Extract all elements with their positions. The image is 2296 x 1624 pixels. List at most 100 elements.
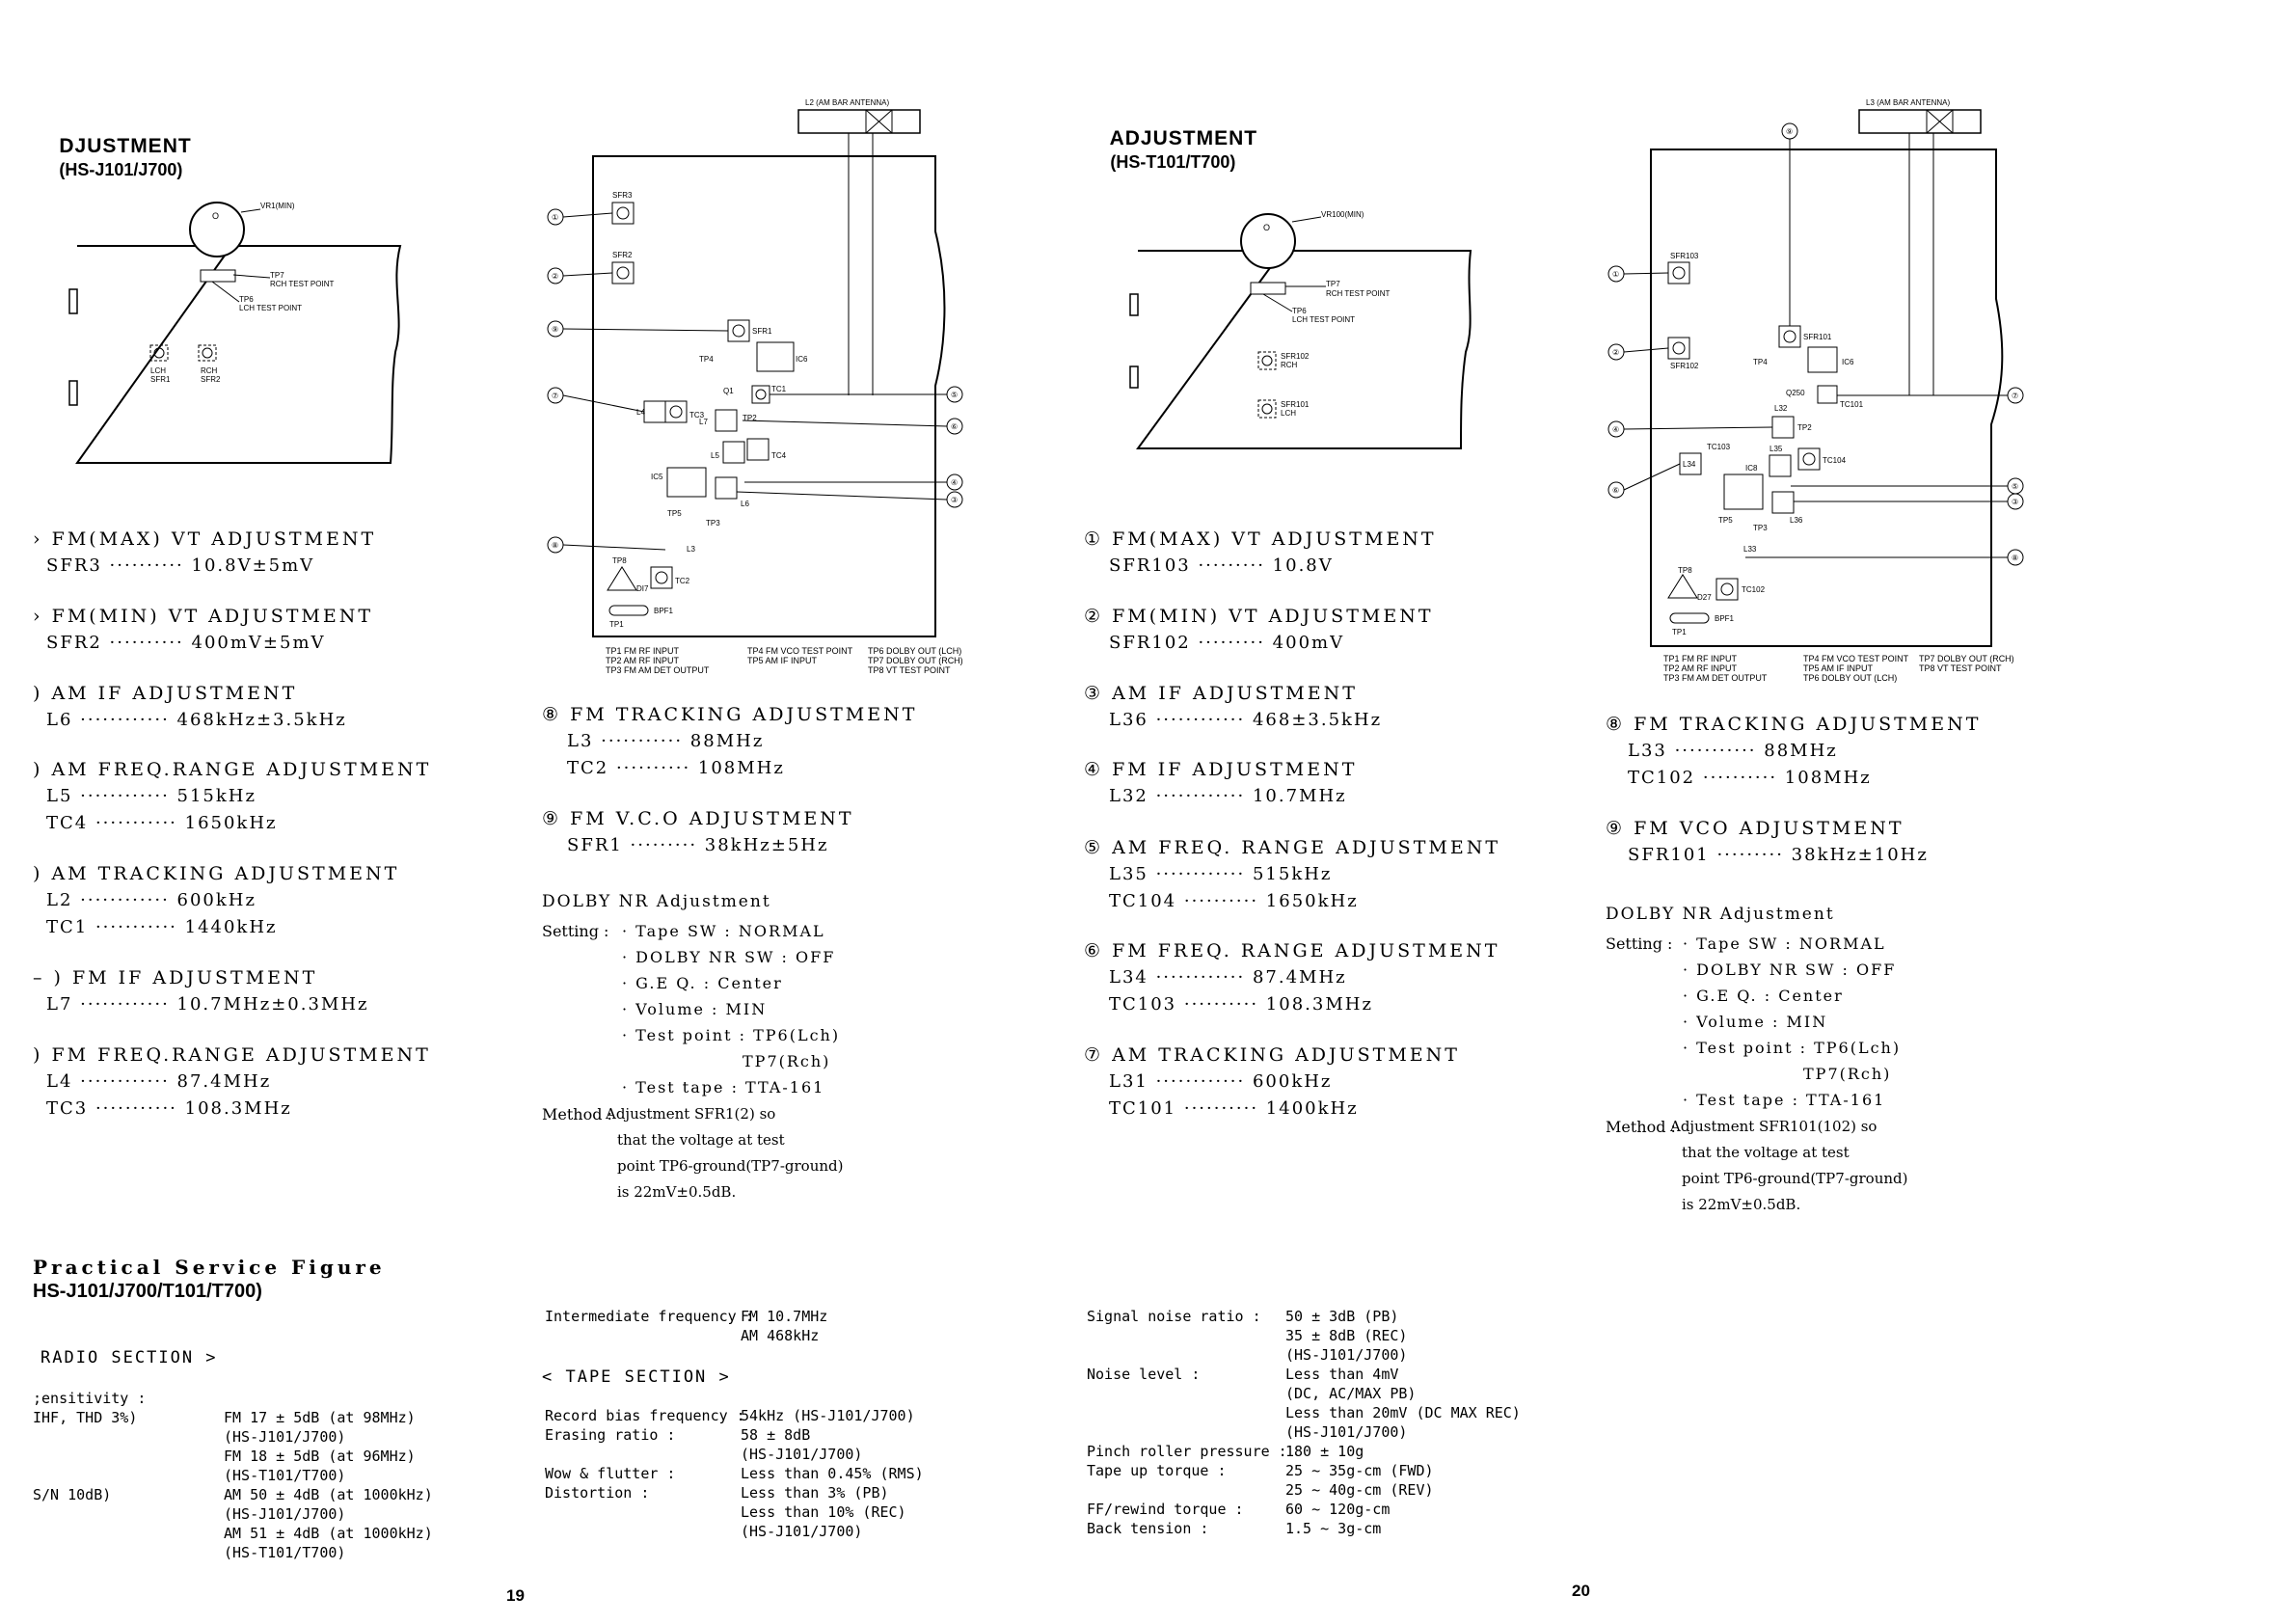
adjustment-value: L3 ··········· 88MHz bbox=[567, 731, 765, 751]
dolby-setting: · Tape SW : NORMAL bbox=[1683, 934, 1886, 953]
adjustment-value: TC4 ··········· 1650kHz bbox=[46, 813, 278, 833]
right-dolby-heading: DOLBY NR Adjustment bbox=[1606, 905, 1835, 924]
practical-title: Practical Service Figure bbox=[33, 1256, 386, 1279]
left-lbl-4: IC6 bbox=[796, 355, 808, 364]
dolby-setting: · G.E Q. : Center bbox=[1683, 987, 1844, 1005]
spec-value: 25 ~ 40g-cm (REV) bbox=[1285, 1481, 1434, 1499]
dolby-setting: TP7(Rch) bbox=[1803, 1065, 1892, 1083]
spec-value: 60 ~ 120g-cm bbox=[1285, 1501, 1391, 1518]
dolby-setting: · Test tape : TTA-161 bbox=[1683, 1091, 1886, 1109]
right-main-board-diagram: L3 (AM BAR ANTENNA) bbox=[1607, 98, 2024, 683]
r-lbl-4: IC6 bbox=[1842, 358, 1854, 366]
adjustment-value: TC102 ·········· 108MHz bbox=[1628, 768, 1872, 788]
adjustment-heading: › FM(MAX) VT ADJUSTMENT bbox=[33, 528, 377, 550]
left-lbl-0: SFR3 bbox=[612, 191, 633, 200]
adjustment-value: TC3 ··········· 108.3MHz bbox=[46, 1098, 292, 1119]
spec-value: (HS-J101/J700) bbox=[1285, 1423, 1408, 1441]
left-legend-7: TP8 VT TEST POINT bbox=[868, 665, 951, 675]
svg-text:⑤: ⑤ bbox=[951, 391, 958, 399]
r-lbl-5: Q250 bbox=[1786, 389, 1805, 397]
adjustment-value: SFR103 ········· 10.8V bbox=[1109, 555, 1334, 576]
dolby-method-line: Adjustment SFR1(2) so bbox=[606, 1105, 776, 1123]
left-lbl-7: L4 bbox=[636, 408, 645, 417]
r-lbl-3: TP4 bbox=[1753, 358, 1768, 366]
tape-spec-value: (HS-J101/J700) bbox=[741, 1446, 863, 1463]
right-setting-label: Setting : bbox=[1606, 934, 1673, 953]
dolby-setting: · G.E Q. : Center bbox=[622, 974, 783, 992]
r-small-vr: VR100(MIN) bbox=[1321, 210, 1364, 219]
r-lbl-18: TP8 bbox=[1678, 566, 1692, 575]
left-lbl-18: TP8 bbox=[612, 556, 627, 565]
dolby-method-line: that the voltage at test bbox=[617, 1131, 785, 1149]
tape-spec-value: Less than 10% (REC) bbox=[741, 1503, 906, 1521]
svg-text:⑥: ⑥ bbox=[1612, 486, 1619, 495]
small-tp7-label: TP7 bbox=[270, 271, 284, 280]
if-value-1: AM 468kHz bbox=[741, 1327, 820, 1344]
adjustment-value: L31 ············ 600kHz bbox=[1109, 1071, 1333, 1092]
adjustment-value: SFR1 ········· 38kHz±5Hz bbox=[567, 835, 829, 855]
left-legend-1: TP2 AM RF INPUT bbox=[606, 656, 680, 665]
adjustment-heading: – ) FM IF ADJUSTMENT bbox=[33, 967, 318, 988]
adjustment-heading: ⑤ AM FREQ. RANGE ADJUSTMENT bbox=[1084, 837, 1500, 858]
r-lbl-21: BPF1 bbox=[1715, 614, 1735, 623]
dolby-setting: · Volume : MIN bbox=[1683, 1013, 1828, 1031]
spec-label: Pinch roller pressure : bbox=[1087, 1443, 1287, 1460]
tape-spec-value: Less than 3% (PB) bbox=[741, 1484, 889, 1502]
left-lbl-19: DI7 bbox=[636, 584, 649, 593]
adjustment-heading: ) AM FREQ.RANGE ADJUSTMENT bbox=[33, 759, 432, 780]
r-small-sfr102: SFR102 bbox=[1281, 352, 1310, 361]
dolby-method-line: point TP6-ground(TP7-ground) bbox=[617, 1157, 844, 1175]
adjustment-heading: ) AM IF ADJUSTMENT bbox=[33, 683, 298, 704]
left-lbl-15: TP3 bbox=[706, 519, 720, 528]
adjustment-value: L2 ············ 600kHz bbox=[46, 890, 257, 910]
spec-label: Signal noise ratio : bbox=[1087, 1308, 1261, 1325]
spec-label: Tape up torque : bbox=[1087, 1462, 1227, 1479]
tape-spec-value: Less than 0.45% (RMS) bbox=[741, 1465, 924, 1482]
spec-label: FF/rewind torque : bbox=[1087, 1501, 1244, 1518]
svg-text:⑦: ⑦ bbox=[552, 392, 558, 400]
left-title-text: DJUSTMENT bbox=[59, 135, 192, 157]
right-title-text: ADJUSTMENT bbox=[1109, 127, 1258, 149]
adjustment-heading: ① FM(MAX) VT ADJUSTMENT bbox=[1084, 528, 1437, 550]
adjustment-heading: ) FM FREQ.RANGE ADJUSTMENT bbox=[33, 1044, 431, 1066]
right-antenna-label: L3 (AM BAR ANTENNA) bbox=[1866, 98, 1950, 107]
page-number-20: 20 bbox=[1572, 1582, 1590, 1600]
sn-label: S/N 10dB) bbox=[33, 1486, 112, 1503]
if-label: Intermediate frequency : bbox=[545, 1308, 754, 1325]
r-lbl-7: L32 bbox=[1774, 404, 1788, 413]
left-lbl-10: TP2 bbox=[743, 414, 757, 422]
r-lbl-22: TP1 bbox=[1672, 628, 1687, 636]
spec-value: Less than 4mV bbox=[1285, 1366, 1399, 1383]
adjustment-heading: ② FM(MIN) VT ADJUSTMENT bbox=[1084, 606, 1434, 627]
spec-value: 25 ~ 35g-cm (FWD) bbox=[1285, 1462, 1434, 1479]
left-lbl-17: L3 bbox=[687, 545, 695, 554]
r-lbl-17: L33 bbox=[1743, 545, 1757, 554]
adjustment-heading: ⑧ FM TRACKING ADJUSTMENT bbox=[1606, 714, 1982, 735]
r-small-tp7: TP7 bbox=[1326, 280, 1340, 288]
svg-text:⑨: ⑨ bbox=[1786, 127, 1793, 136]
tape-spec-value: 54kHz (HS-J101/J700) bbox=[741, 1407, 915, 1424]
left-lbl-21: BPF1 bbox=[654, 607, 674, 615]
r-lbl-20: TC102 bbox=[1742, 585, 1766, 594]
r-lbl-6: TC101 bbox=[1840, 400, 1864, 409]
adjustment-heading: ④ FM IF ADJUSTMENT bbox=[1084, 759, 1358, 780]
r-lbl-0: SFR103 bbox=[1670, 252, 1699, 260]
left-lbl-2: SFR1 bbox=[752, 327, 772, 336]
ihf-label: IHF, THD 3%) bbox=[33, 1409, 138, 1426]
adjustment-heading: › FM(MIN) VT ADJUSTMENT bbox=[33, 606, 374, 627]
adjustment-value: L34 ············ 87.4MHz bbox=[1109, 967, 1347, 988]
right-title-model: (HS-T101/T700) bbox=[1110, 152, 1236, 172]
svg-text:⑧: ⑧ bbox=[2012, 554, 2018, 562]
svg-text:O: O bbox=[212, 211, 219, 221]
r-lbl-8: TP2 bbox=[1797, 423, 1812, 432]
left-lbl-13: IC5 bbox=[651, 473, 663, 481]
svg-text:①: ① bbox=[552, 213, 558, 222]
left-title-model: (HS-J101/J700) bbox=[59, 160, 183, 179]
practical-value: AM 50 ± 4dB (at 1000kHz) bbox=[224, 1486, 433, 1503]
r-lbl-16: L36 bbox=[1790, 516, 1803, 525]
spec-value: 180 ± 10g bbox=[1285, 1443, 1364, 1460]
tape-spec-label: Wow & flutter : bbox=[545, 1465, 676, 1482]
dolby-setting: · Volume : MIN bbox=[622, 1000, 768, 1018]
adjustment-heading: ③ AM IF ADJUSTMENT bbox=[1084, 683, 1358, 704]
